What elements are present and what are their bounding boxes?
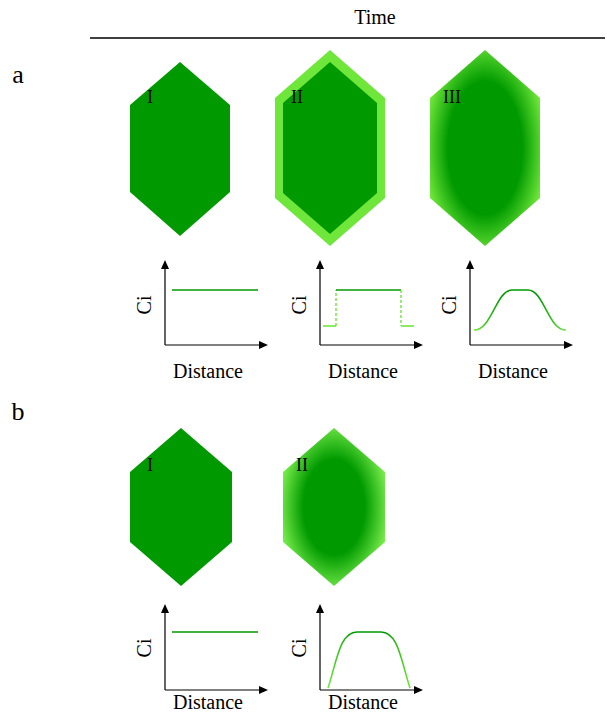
axis-label: Distance: [328, 692, 398, 712]
stage-numeral: II: [291, 88, 303, 106]
axis-label: Ci: [439, 296, 459, 315]
axis-label: Ci: [289, 639, 309, 658]
panel-letter: b: [12, 399, 25, 425]
panel-letter: a: [12, 62, 24, 88]
axis-label: Distance: [173, 692, 243, 712]
stage-numeral: III: [443, 88, 461, 106]
stage-numeral: I: [147, 456, 153, 474]
axis-label: Ci: [134, 296, 154, 315]
axis-label: Ci: [289, 296, 309, 315]
axis-label: Ci: [134, 639, 154, 658]
stage-numeral: II: [296, 456, 308, 474]
axis-title: Time: [354, 7, 396, 27]
stage-numeral: I: [147, 88, 153, 106]
axis-label: Distance: [173, 361, 243, 381]
axis-label: Distance: [478, 361, 548, 381]
axis-label: Distance: [328, 361, 398, 381]
